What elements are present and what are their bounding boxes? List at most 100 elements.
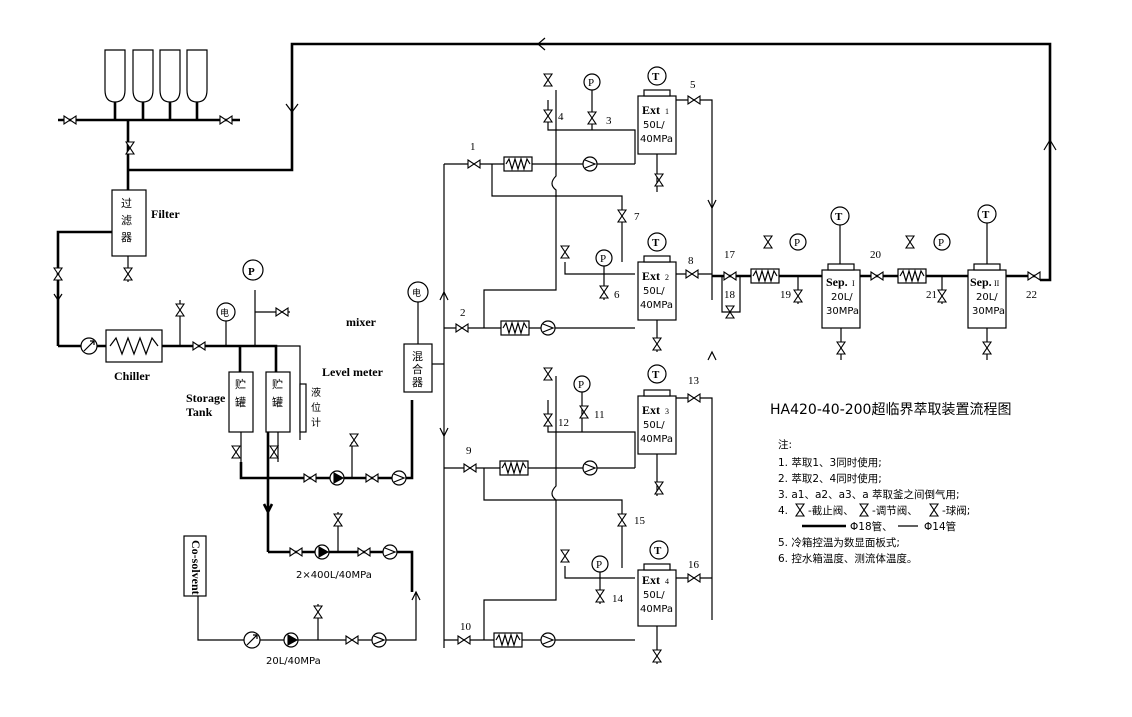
separator-2: T Sep. II 20L/ 30MPa [967, 204, 1007, 360]
sep-p-2: P [938, 237, 944, 249]
storage-label-2: Tank [186, 405, 213, 419]
valve-number-5: 5 [690, 79, 696, 91]
sep2-name: Sep. [970, 275, 992, 289]
tank-2-cn-1: 贮 [272, 378, 283, 391]
filter-cn-1: 过 [121, 197, 132, 210]
storage-tanks: P 贮 罐 贮 罐 液 位 计 Level meter Storage Tank [186, 259, 384, 552]
ext3-name: Ext [642, 403, 660, 417]
heater-2-label: 电 [412, 287, 421, 299]
valve-number-12: 12 [558, 417, 569, 429]
sep2-temp: T [982, 209, 990, 221]
note-2: 2. 萃取2、4同时使用; [778, 472, 882, 485]
diagram-title: HA420-40-200超临界萃取装置流程图 [770, 402, 1011, 418]
extractor-3: T Ext 3 50L/ 40MPa P [543, 350, 717, 620]
sep1-name: Sep. [826, 275, 848, 289]
ext1-cap: 50L/ [643, 120, 665, 131]
valve-number-21: 21 [926, 289, 937, 301]
ext2-p: P [600, 253, 606, 265]
mixer-label: mixer [346, 315, 377, 329]
note-6: 6. 控水箱温度、测流体温度。 [778, 552, 917, 565]
tank-2-cn-2: 罐 [272, 396, 283, 409]
distribution-bus [439, 90, 635, 648]
ext4-p: P [596, 559, 602, 571]
valve-number-17: 17 [724, 249, 736, 261]
ext1-sub: 1 [665, 107, 669, 116]
valve-number-16: 16 [688, 559, 700, 571]
separator-1: T Sep. I 20L/ 30MPa [821, 206, 861, 360]
filter-cn-2: 滤 [121, 214, 132, 227]
ext3-cap: 50L/ [643, 420, 665, 431]
filter-label: Filter [151, 207, 180, 221]
ext3-p: P [578, 379, 584, 391]
level-cn-1: 液 [311, 386, 321, 399]
mixer: 混 合 器 mixer 电 [346, 281, 444, 393]
valve-number-15: 15 [634, 515, 646, 527]
extractor-2: T Ext 2 50L/ 40MPa P [560, 232, 712, 352]
sep1-cap: 20L/ [831, 292, 853, 303]
sep2-sub: II [994, 279, 1000, 288]
ext2-temp: T [652, 237, 660, 249]
valve-number-8: 8 [688, 255, 694, 267]
chiller-line: Chiller 电 [58, 300, 240, 383]
mixer-cn-1: 混 [412, 350, 423, 363]
valve-number-9: 9 [466, 445, 472, 457]
filter-cn-3: 器 [121, 231, 132, 244]
tank-1-cn-2: 罐 [235, 396, 246, 409]
ext1-p: P [588, 77, 594, 89]
cosolvent-line: Co-solvent 20L/40MPa [183, 535, 421, 667]
ext1-temp: T [652, 71, 660, 83]
main-pump-line: 2×400L/40MPa [268, 400, 414, 592]
extractor-4: T Ext 4 50L/ 40MPa P [560, 540, 712, 664]
ext1-press: 40MPa [640, 134, 673, 145]
main-pump-spec: 2×400L/40MPa [296, 570, 372, 581]
valve-numbers: 1 2 3 4 5 6 7 8 9 10 11 12 13 14 15 16 1… [460, 79, 1037, 633]
ext2-cap: 50L/ [643, 286, 665, 297]
sep-p-1: P [794, 237, 800, 249]
note-5: 5. 冷箱控温为数显面板式; [778, 536, 900, 549]
level-cn-2: 位 [311, 401, 321, 414]
co2-cylinders [58, 49, 240, 190]
valve-number-10: 10 [460, 621, 472, 633]
ext4-name: Ext [642, 573, 660, 587]
valve-number-19: 19 [780, 289, 792, 301]
sep2-press: 30MPa [972, 306, 1005, 317]
note-4-ball-valve: -球阀; [942, 504, 970, 517]
ext4-sub: 4 [665, 577, 669, 586]
valve-number-3: 3 [606, 115, 612, 127]
valve-number-18: 18 [724, 289, 736, 301]
mixer-cn-3: 器 [412, 376, 423, 389]
note-4-globe-valve: -截止阀、 [808, 504, 854, 517]
level-cn-3: 计 [311, 416, 321, 429]
ext2-sub: 2 [665, 273, 669, 282]
valve-number-1: 1 [470, 141, 476, 153]
ext3-press: 40MPa [640, 434, 673, 445]
level-meter-label: Level meter [322, 365, 384, 379]
valve-number-7: 7 [634, 211, 640, 223]
cosolvent-pump-spec: 20L/40MPa [266, 656, 321, 667]
valve-number-13: 13 [688, 375, 700, 387]
ext4-cap: 50L/ [643, 590, 665, 601]
ext3-sub: 3 [665, 407, 669, 416]
legend-notes: 注: 1. 萃取1、3同时使用; 2. 萃取2、4同时使用; 3. a1、a2、… [778, 438, 970, 565]
valve-number-14: 14 [612, 593, 624, 605]
note-1: 1. 萃取1、3同时使用; [778, 456, 882, 469]
chiller-label: Chiller [114, 369, 151, 383]
ext2-press: 40MPa [640, 300, 673, 311]
mixer-cn-2: 合 [412, 362, 423, 376]
ext1-name: Ext [642, 103, 660, 117]
valve-number-20: 20 [870, 249, 882, 261]
sep1-sub: I [852, 279, 855, 288]
recycle-loop [128, 37, 1057, 282]
valve-number-11: 11 [594, 409, 605, 421]
ext2-name: Ext [642, 269, 660, 283]
storage-label-1: Storage [186, 391, 226, 405]
cosolvent-label: Co-solvent [189, 540, 203, 595]
valve-number-22: 22 [1026, 289, 1037, 301]
note-4-prefix: 4. [778, 505, 788, 517]
sep1-temp: T [835, 211, 843, 223]
valve-number-6: 6 [614, 289, 620, 301]
filter: 过 滤 器 Filter [53, 189, 180, 346]
notes-heading: 注: [778, 438, 792, 451]
note-3: 3. a1、a2、a3、a 萃取釜之间倒气用; [778, 488, 960, 501]
